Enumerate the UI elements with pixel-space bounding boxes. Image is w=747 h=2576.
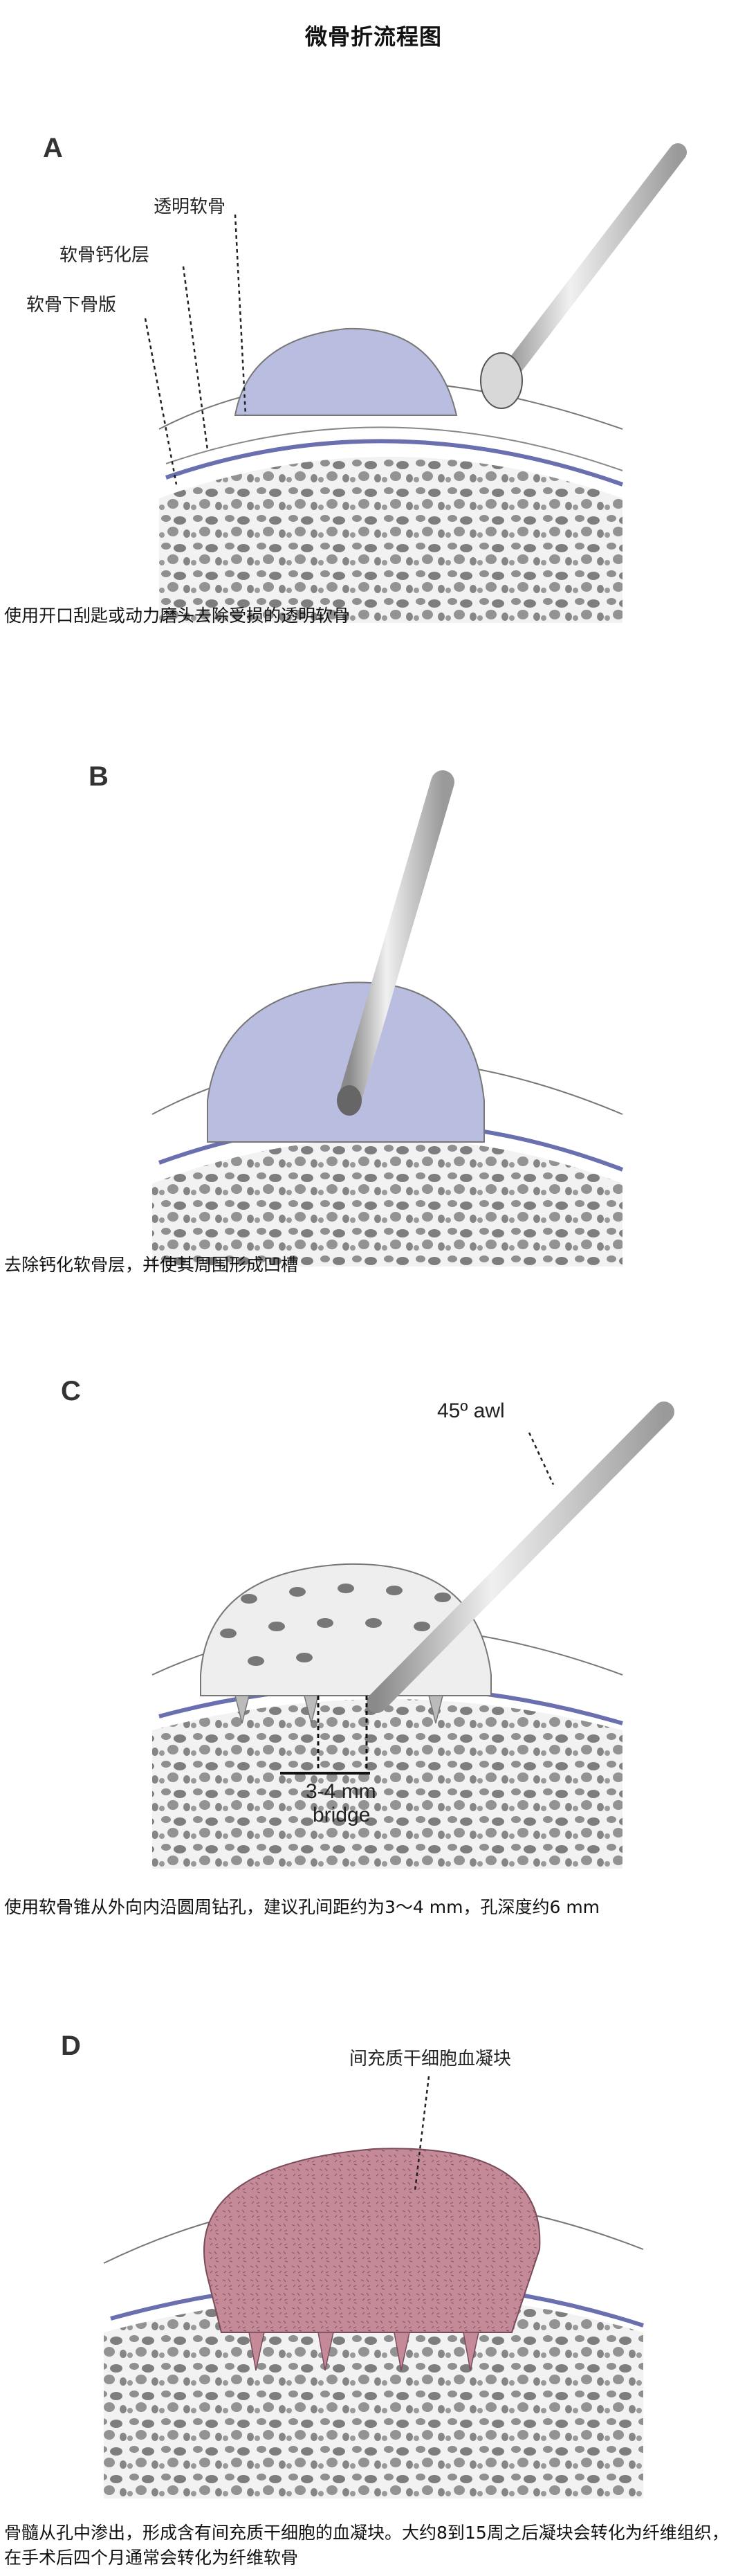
caption-b: 去除钙化软骨层，并使其周围形成凹槽 xyxy=(4,1255,299,1275)
panel-c: C 45º awl 3-4 mm bridge 使用软骨锥从外向内沿圆周钻孔，建… xyxy=(0,1370,747,1945)
leader-calcified xyxy=(182,266,209,451)
caption-d: 骨髓从孔中渗出，形成含有间充质干细胞的血凝块。大约8到15周之后凝块会转化为纤维… xyxy=(4,2523,729,2568)
awl-icon xyxy=(367,1402,674,1713)
panel-b: B 去除钙化软骨层，并使其周围形成凹槽 xyxy=(0,754,747,1294)
caption-a: 使用开口刮匙或动力磨头去除受损的透明软骨 xyxy=(4,606,351,626)
curette-tip xyxy=(337,1085,362,1116)
label-msc-clot: 间充质干细胞血凝块 xyxy=(349,2049,512,2069)
bridge-label-2: bridge xyxy=(313,1804,371,1826)
cancellous-bone xyxy=(104,2294,643,2498)
panel-letter-c: C xyxy=(61,1376,81,1406)
microfracture-holes xyxy=(220,1584,451,1666)
leader-subchondral xyxy=(144,318,178,485)
curette-icon xyxy=(338,770,454,1112)
defect-cartilage xyxy=(234,327,458,416)
cancellous-bone xyxy=(152,1139,622,1267)
panel-letter-a: A xyxy=(43,133,63,163)
panel-d-illustration xyxy=(103,2076,644,2498)
caption-c: 使用软骨锥从外向内沿圆周钻孔，建议孔间距约为3～4 mm，孔深度约6 mm xyxy=(4,1897,600,1917)
panel-a-illustration xyxy=(144,143,687,623)
panel-a: A 透明软骨 软骨钙化层 软骨下骨版 使用开口刮匙或动力磨头去除受损的透明软骨 xyxy=(0,125,747,644)
page-title: 微骨折流程图 xyxy=(304,24,442,50)
curette-tip xyxy=(480,352,523,409)
awl-label: 45º awl xyxy=(437,1399,505,1422)
calcified-layer xyxy=(165,426,623,471)
clot-extensions xyxy=(248,2332,479,2371)
panel-letter-b: B xyxy=(89,761,109,792)
defect-cartilage xyxy=(207,981,485,1143)
leader-clot xyxy=(414,2076,430,2191)
bridge-label-1: 3-4 mm xyxy=(306,1780,376,1803)
panel-letter-d: D xyxy=(61,2031,81,2061)
cancellous-bone xyxy=(159,457,622,623)
panel-c-illustration xyxy=(151,1402,674,1869)
leader-hyaline xyxy=(234,214,247,416)
blood-clot xyxy=(203,2148,541,2333)
curette-icon xyxy=(489,143,687,397)
label-calcified-cartilage: 软骨钙化层 xyxy=(59,245,150,266)
subchondral-plate xyxy=(165,439,623,487)
label-subchondral-plate: 软骨下骨版 xyxy=(26,295,117,316)
panel-d: D 间充质干细胞血凝块 骨髓从孔中渗出，形成含有间充质干细胞的血凝块。大约8到1… xyxy=(0,2028,747,2576)
leader-awl xyxy=(528,1432,555,1485)
cancellous-bone xyxy=(152,1699,622,1869)
drill-channels xyxy=(234,1695,443,1724)
label-hyaline-cartilage: 透明软骨 xyxy=(154,197,226,217)
panel-b-illustration xyxy=(151,770,624,1267)
